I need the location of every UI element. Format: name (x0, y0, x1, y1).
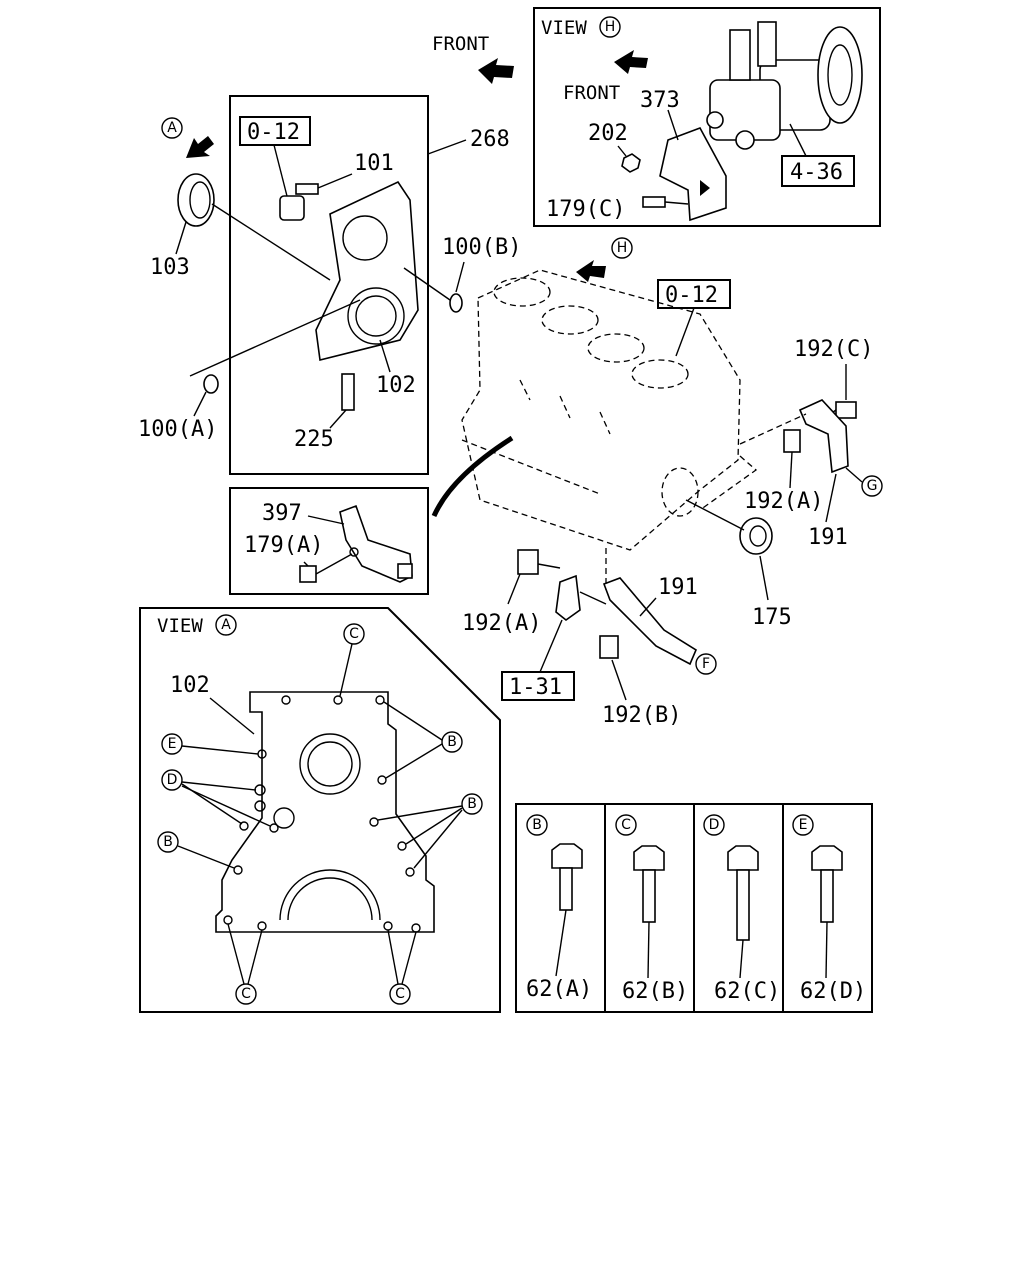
bolt-179a-illustration (299, 565, 317, 583)
engine-block: H 0-12 (431, 237, 758, 551)
front-cover-plate (315, 180, 419, 361)
callout-e-view: E (168, 736, 177, 752)
bolt-table-cell-b: B 62(A) (526, 814, 592, 1002)
front-label-main: FRONT (432, 33, 489, 55)
part-102: 102 (376, 373, 416, 398)
part-179c: 179(C) (546, 197, 625, 222)
bolt-192c-illustration (835, 401, 857, 419)
callout-h-view (599, 16, 621, 38)
callout-d-view: D (167, 772, 178, 788)
nut-202-illustration (621, 153, 641, 173)
bolt-table-letter-d: D (709, 817, 720, 833)
ref-box-bracket-text: 1-31 (509, 675, 562, 700)
part-101: 101 (354, 151, 394, 176)
callout-c-top: C (349, 626, 359, 642)
ref-box-cover (239, 116, 311, 146)
view-a-panel: VIEW A 102 C E (139, 607, 501, 1013)
bolt-table-cell-e: E 62(D) (792, 814, 866, 1004)
clip-illustration (555, 574, 581, 622)
part-191-right: 191 (808, 525, 848, 550)
ref-box-pump (781, 155, 855, 187)
seal-103: 103 (150, 173, 331, 281)
part-192a-right: 192(A) (744, 489, 823, 514)
bolt-table-part-b: 62(A) (526, 977, 592, 1002)
callout-c-bottom-right: C (395, 986, 405, 1002)
view-a-title: VIEW (157, 615, 203, 637)
part-268: 268 (470, 127, 510, 152)
callout-a-letter: A (167, 120, 177, 136)
bracket-191-right: 192(C) 192(A) G 191 (739, 337, 883, 550)
callout-b-mid-right: B (467, 796, 477, 812)
bolt-table-cell-c: C 62(B) (615, 814, 688, 1004)
bolt-192a-bottom-illustration (517, 549, 539, 575)
front-arrow-view-h-icon (614, 50, 648, 74)
bolt-192b-illustration (599, 635, 619, 659)
callout-c-bottom-left: C (241, 986, 251, 1002)
bolt-table-part-d: 62(C) (714, 979, 780, 1004)
callout-f-letter: F (702, 656, 710, 672)
part-192b: 192(B) (602, 703, 681, 728)
view-h-panel: VIEW H FRONT 373 202 179(C) 4-36 (533, 7, 881, 227)
part-103: 103 (150, 255, 190, 280)
ref-box-cover-text: 0-12 (247, 120, 300, 145)
callout-b-top-right: B (447, 734, 457, 750)
bolt-101-illustration (295, 183, 319, 195)
ref-box-block-text: 0-12 (665, 283, 718, 308)
bolt-225-illustration (341, 373, 355, 411)
part-373: 373 (640, 88, 680, 113)
callout-a-view-letter: A (221, 617, 231, 633)
front-label-view-h: FRONT (563, 82, 620, 104)
bolt-table-letter-b: B (532, 817, 542, 833)
seal-175: 175 (685, 499, 792, 630)
callout-h-letter: H (617, 240, 628, 256)
part-191-bottom: 191 (658, 575, 698, 600)
part-100b: 100(B) (442, 235, 521, 260)
bracket-191-bottom: 191 F 192(A) 192(B) 1-31 (462, 548, 717, 728)
oring-100b: 100(B) (403, 235, 521, 313)
part-102-view: 102 (170, 673, 210, 698)
callout-h-view-letter: H (605, 19, 616, 35)
bolt-192a-right-illustration (783, 429, 801, 453)
bolt-table: B 62(A) C 62(B) D 62(C) E 62(D (515, 803, 873, 1013)
bolt-table-part-c: 62(B) (622, 979, 688, 1004)
bolt-table-part-e: 62(D) (800, 979, 866, 1004)
bolt-table-letter-c: C (621, 817, 631, 833)
view-a-cover-outline (215, 691, 435, 933)
part-397: 397 (262, 501, 302, 526)
injection-pump-illustration (706, 21, 863, 150)
bracket-397-panel: 397 179(A) (229, 487, 429, 595)
cover-assembly-panel: 268 0-12 101 225 102 (229, 95, 510, 475)
bolt-179c-illustration (642, 196, 666, 208)
bolt-table-cell-d: D 62(C) (703, 814, 780, 1004)
callout-b-left: B (163, 834, 173, 850)
part-192c: 192(C) (794, 337, 873, 362)
arrow-a-icon (186, 136, 214, 158)
ref-box-pump-text: 4-36 (790, 160, 843, 185)
callout-g-letter: G (867, 478, 878, 494)
sensor-illustration (279, 195, 305, 221)
view-h-title: VIEW (541, 17, 587, 39)
part-100a: 100(A) (138, 417, 217, 442)
bolt-table-letter-e: E (799, 817, 808, 833)
bracket-373-illustration (659, 127, 727, 222)
callout-a-arrow: A (161, 117, 214, 158)
arrow-h-icon (576, 260, 606, 282)
front-arrow-main: FRONT (432, 33, 514, 84)
front-arrow-icon (478, 58, 514, 84)
part-192a-bottom: 192(A) (462, 611, 541, 636)
ref-box-bracket (501, 671, 575, 701)
part-175: 175 (752, 605, 792, 630)
part-202: 202 (588, 121, 628, 146)
callout-a-view (215, 614, 237, 636)
oring-100a: 100(A) (138, 299, 361, 442)
part-225: 225 (294, 427, 334, 452)
part-179a: 179(A) (244, 533, 323, 558)
